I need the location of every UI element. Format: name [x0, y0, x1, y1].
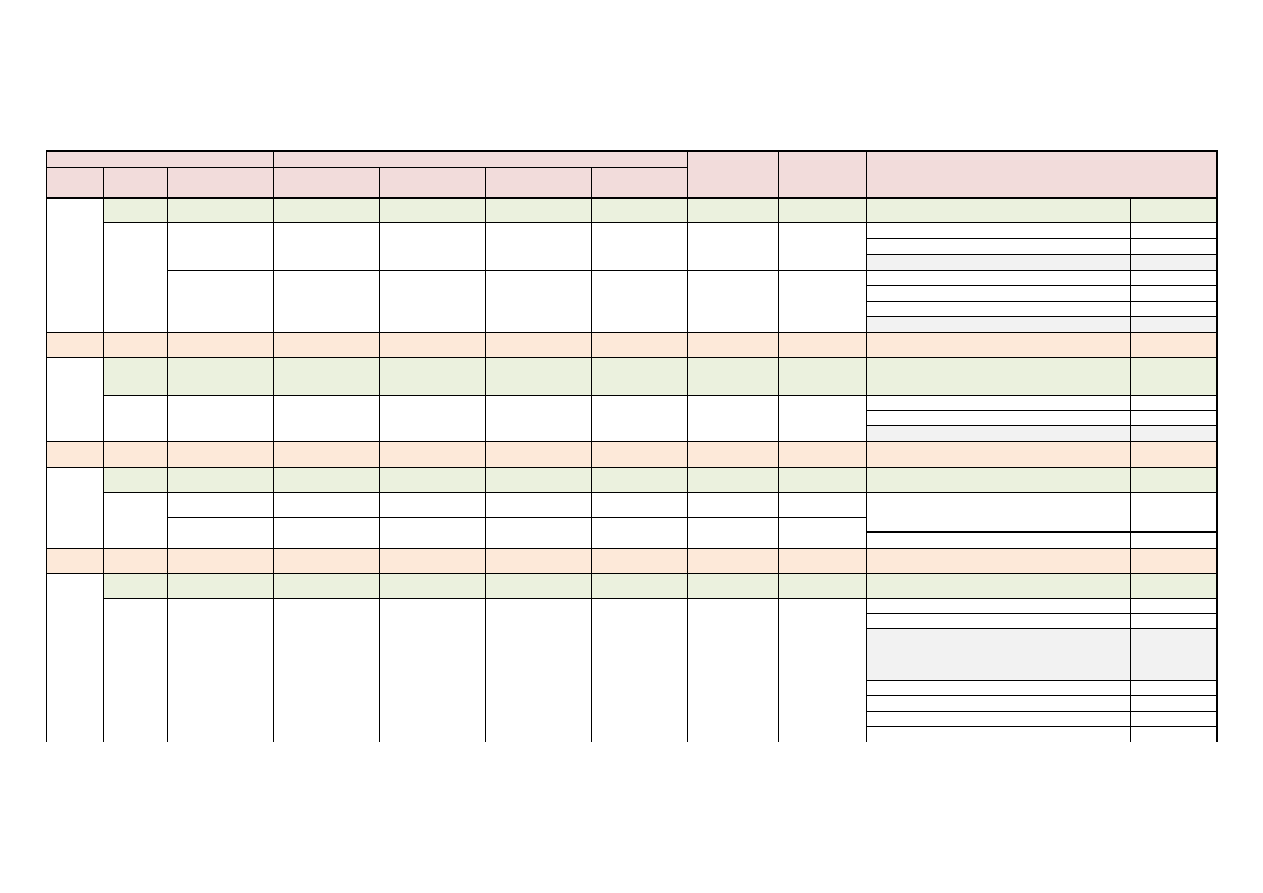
- grid-line-vertical: [485, 167, 486, 198]
- sub-row-cell: [866, 628, 1216, 680]
- grid-line-horizontal: [866, 613, 1217, 614]
- header-cell: [379, 167, 485, 198]
- grid-line-horizontal: [46, 441, 1217, 442]
- grid-line-horizontal: [167, 270, 1217, 271]
- grid-line-horizontal: [103, 395, 1217, 396]
- header-cell: [103, 167, 167, 198]
- grid-line-horizontal: [46, 467, 1217, 468]
- grid-line-vertical: [778, 198, 779, 742]
- grid-line-vertical: [866, 150, 867, 198]
- grid-line-horizontal: [866, 628, 1217, 629]
- grid-line-horizontal: [866, 532, 1217, 533]
- grid-line-vertical: [485, 198, 486, 742]
- grid-line-vertical: [103, 167, 104, 198]
- section-row: [46, 332, 1216, 357]
- grid-line-horizontal: [866, 316, 1217, 317]
- grid-line-horizontal: [866, 301, 1217, 302]
- grid-line-vertical: [591, 198, 592, 742]
- header-cell: [273, 167, 379, 198]
- grid-line-horizontal: [103, 492, 1217, 493]
- header-col-h: [687, 150, 778, 198]
- header-col-j: [866, 150, 1216, 198]
- grid-line-horizontal: [866, 531, 1217, 532]
- header-cell: [167, 167, 273, 198]
- header-col-i: [778, 150, 866, 198]
- grid-line-vertical: [778, 150, 779, 198]
- grid-line-vertical: [103, 198, 104, 742]
- group-row: [103, 198, 1216, 222]
- header-group-a: [46, 150, 273, 167]
- grid-line-vertical: [273, 150, 274, 167]
- grid-line-vertical: [866, 198, 867, 742]
- grid-line-horizontal: [46, 150, 1217, 152]
- grid-line-horizontal: [866, 410, 1217, 411]
- sub-row-cell: [866, 316, 1216, 332]
- header-cell: [485, 167, 591, 198]
- grid-line-vertical: [687, 150, 688, 198]
- grid-line-vertical: [167, 198, 168, 742]
- grid-line-vertical: [379, 167, 380, 198]
- group-row: [103, 357, 1216, 395]
- grid-line-horizontal: [866, 285, 1217, 286]
- grid-line-horizontal: [103, 598, 1217, 599]
- sub-row-cell: [866, 254, 1216, 270]
- grid-line-horizontal: [46, 167, 687, 168]
- sub-row-cell: [866, 425, 1216, 441]
- grid-line-vertical: [167, 167, 168, 198]
- grid-line-horizontal: [46, 197, 1217, 199]
- grid-line-horizontal: [46, 548, 1217, 549]
- grid-line-horizontal: [46, 357, 1217, 358]
- header-cell: [591, 167, 687, 198]
- section-row: [46, 548, 1216, 573]
- header-cell: [46, 167, 103, 198]
- grid-line-vertical: [273, 167, 274, 198]
- grid-line-horizontal: [46, 573, 1217, 574]
- grid-line-vertical: [591, 167, 592, 198]
- grid-line-horizontal: [103, 222, 1217, 223]
- grid-line-vertical: [46, 150, 47, 742]
- grid-line-horizontal: [866, 695, 1217, 696]
- grid-line-horizontal: [866, 726, 1217, 727]
- grid-line-vertical: [1130, 198, 1131, 742]
- group-row: [103, 573, 1216, 598]
- group-row: [103, 467, 1216, 492]
- grid-line-horizontal: [866, 425, 1217, 426]
- grid-line-horizontal: [46, 332, 1217, 333]
- grid-line-horizontal: [866, 238, 1217, 239]
- grid-line-vertical: [379, 198, 380, 742]
- grid-line-vertical: [687, 198, 688, 742]
- grid-line-horizontal: [866, 680, 1217, 681]
- section-row: [46, 441, 1216, 467]
- grid-line-horizontal: [866, 711, 1217, 712]
- grid-line-horizontal: [167, 517, 866, 518]
- grid-line-vertical: [1216, 150, 1218, 742]
- grid-line-vertical: [273, 198, 274, 742]
- header-group-b: [273, 150, 687, 167]
- grid-line-horizontal: [866, 254, 1217, 255]
